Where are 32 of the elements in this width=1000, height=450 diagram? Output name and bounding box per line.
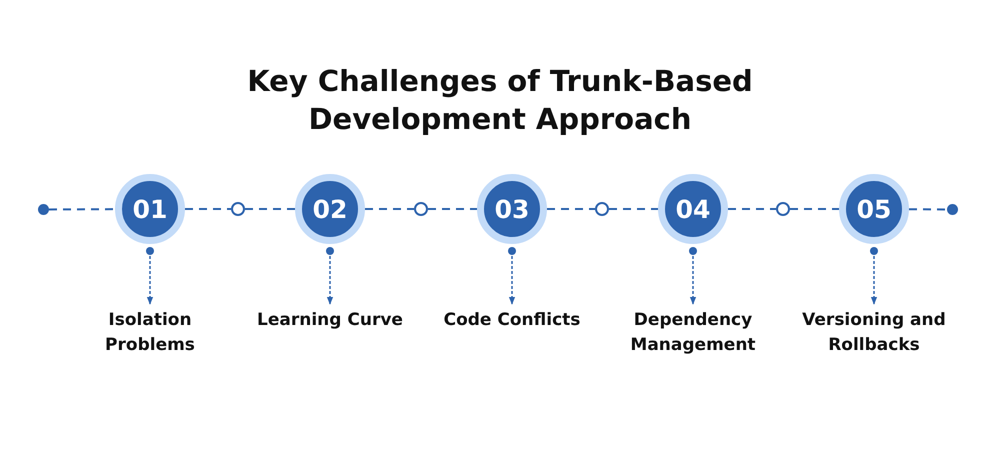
endpoint-dot (946, 204, 958, 214)
challenge-label: Dependency Management (623, 308, 763, 358)
step-number-circle: 01 (115, 174, 185, 244)
timeline-node-circle (595, 202, 609, 216)
title: Key Challenges of Trunk-Based Development Approach (246, 63, 754, 138)
arrow (508, 247, 516, 305)
challenge-label: Isolation Problems (95, 308, 205, 358)
arrow (146, 247, 154, 305)
step-number-circle: 03 (477, 174, 547, 244)
timeline-node-circle (414, 202, 428, 216)
connector-line (49, 208, 115, 210)
connector-line (428, 208, 477, 210)
step-number-circle: 04 (658, 174, 728, 244)
connector-line (790, 208, 839, 210)
arrow (870, 247, 878, 305)
arrow (326, 247, 334, 305)
connector-line (185, 208, 231, 210)
connector-line (245, 208, 295, 210)
connector-line (547, 208, 595, 210)
arrow (689, 247, 697, 305)
step-number-circle: 02 (295, 174, 365, 244)
challenge-label: Versioning and Rollbacks (799, 308, 949, 358)
connector-line (365, 208, 414, 210)
connector-line (909, 208, 947, 210)
endpoint-dot (38, 204, 48, 214)
challenge-label: Code Conflicts (432, 308, 592, 332)
challenge-label: Learning Curve (250, 308, 410, 332)
step-number-circle: 05 (839, 174, 909, 244)
timeline-node-circle (776, 202, 790, 216)
connector-line (609, 208, 658, 210)
timeline-node-circle (231, 202, 245, 216)
connector-line (728, 208, 776, 210)
